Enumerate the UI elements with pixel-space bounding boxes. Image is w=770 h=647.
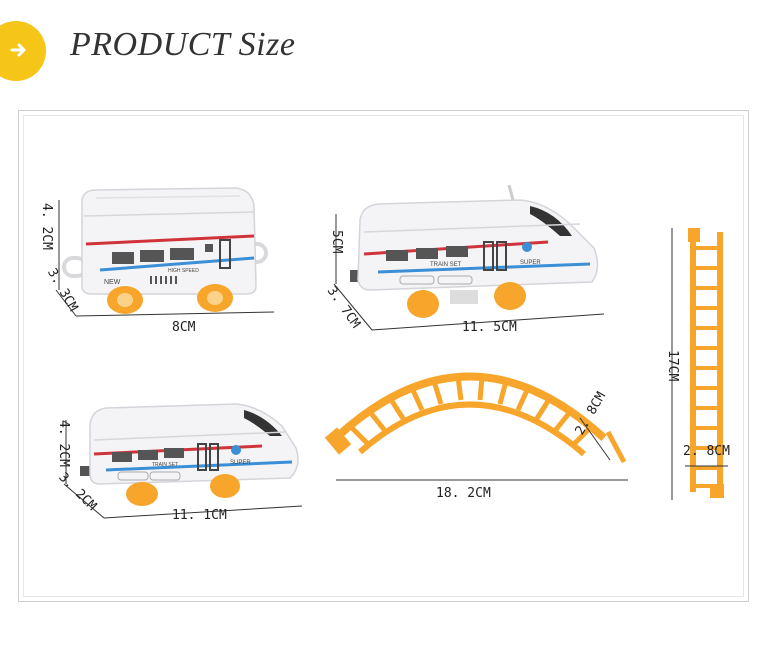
loco1-super-label: SUPER bbox=[520, 260, 541, 266]
loco1-height-label: 5CM bbox=[329, 230, 344, 254]
curved-track bbox=[324, 372, 628, 481]
page-title: PRODUCT Size bbox=[70, 26, 296, 63]
straight-track-length-label: 17CM bbox=[665, 350, 680, 382]
locomotive-large: TRAIN SET SUPER bbox=[333, 184, 605, 331]
loco2-super-label: SUPER bbox=[230, 460, 251, 466]
header-arrow-badge bbox=[0, 21, 46, 81]
loco2-height-label: 4. 2CM bbox=[56, 420, 71, 467]
loco1-name-label: TRAIN SET bbox=[430, 262, 462, 268]
car1-new-label: NEW bbox=[104, 279, 121, 286]
straight-track bbox=[671, 228, 728, 500]
curved-track-length-label: 18. 2CM bbox=[436, 486, 491, 501]
car1-height-label: 4. 2CM bbox=[39, 203, 54, 250]
arrow-right-icon bbox=[10, 43, 26, 57]
car1-brand-label: HIGH SPEED bbox=[168, 268, 199, 274]
car1-length-label: 8CM bbox=[172, 320, 196, 335]
loco1-length-label: 11. 5CM bbox=[462, 320, 517, 335]
product-frame bbox=[18, 110, 749, 602]
loco2-name-label: TRAIN SET bbox=[152, 462, 178, 468]
locomotive-small: TRAIN SET SUPER bbox=[63, 403, 303, 519]
straight-track-width-label: 2. 8CM bbox=[683, 444, 730, 459]
passenger-car: NEW HIGH SPEED bbox=[55, 187, 275, 317]
loco2-length-label: 11. 1CM bbox=[172, 508, 227, 523]
